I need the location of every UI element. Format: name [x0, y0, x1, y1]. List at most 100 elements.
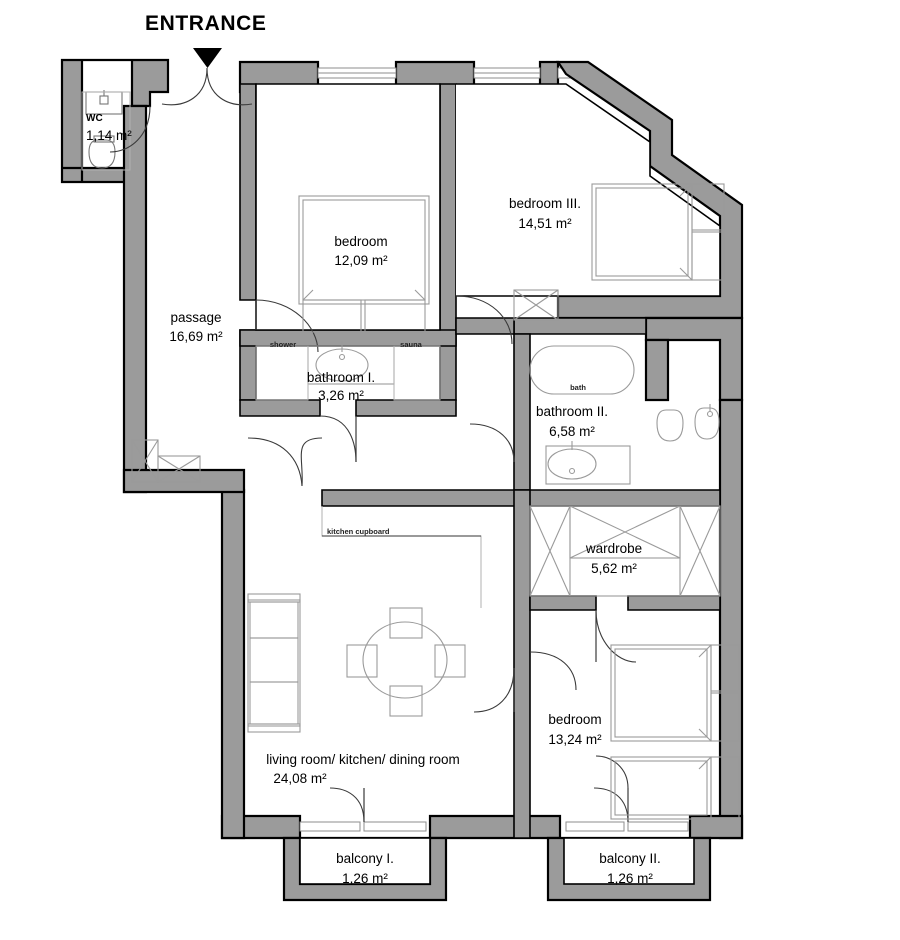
- bedroom1-furniture: [298, 195, 430, 333]
- label-bedroom2-name: bedroom: [548, 712, 601, 727]
- label-bedroom3-area: 14,51 m²: [518, 216, 572, 231]
- door-bedroom3: [455, 295, 513, 345]
- wall-living-right: [513, 489, 531, 839]
- label-shower: shower: [270, 340, 296, 349]
- bed-icon-bedroom2-upper: [610, 644, 712, 742]
- label-balcony2-name: balcony II.: [599, 851, 661, 866]
- wall-bath2-left: [513, 333, 531, 491]
- label-bedroom2-area: 13,24 m²: [548, 732, 602, 747]
- wardrobe-unit-center: [569, 505, 681, 559]
- cabinet-passage-b-icon: [157, 455, 201, 483]
- sofa-icon: [247, 599, 301, 727]
- fixture-labels: shower sauna bath kitchen cupboard: [270, 340, 586, 536]
- shower-zone: [255, 345, 309, 401]
- balcony-ii-floor: [563, 837, 695, 885]
- wall-bed1-right: [439, 83, 457, 401]
- wall-bathroom2-right: [644, 338, 670, 402]
- cabinet-bedroom3-icon: [513, 289, 559, 321]
- chair-top-icon: [389, 607, 423, 639]
- balcony-door-glazing: [299, 821, 689, 832]
- door-living-right: [300, 437, 323, 487]
- kitchen-cupboard-outline: [321, 506, 482, 608]
- doors: [109, 67, 637, 823]
- wall-bed3-bottom: [455, 317, 515, 335]
- label-bedroom1-area: 12,09 m²: [334, 253, 388, 268]
- door-wc: [109, 105, 151, 153]
- label-kitchen-cupboard: kitchen cupboard: [327, 527, 390, 536]
- label-passage-name: passage: [170, 310, 221, 325]
- wc-fixtures: [81, 90, 131, 171]
- entrance-arrow-icon: [193, 48, 222, 68]
- bed-icon-bedroom1: [302, 199, 426, 301]
- outline-bedroom3: [456, 83, 721, 297]
- label-wc-name: WC: [86, 113, 103, 124]
- outline-bedroom1: [255, 83, 441, 331]
- bedroom2-furniture: [610, 644, 740, 820]
- wall-wardrobe-bottom-a: [529, 595, 597, 611]
- passage-fixtures: [131, 439, 201, 483]
- wall-bed1-left-upper: [239, 83, 257, 301]
- door-balcony1: [329, 787, 365, 823]
- bidet-icon: [694, 407, 720, 440]
- bathroom1-fixtures: [255, 341, 441, 401]
- entrance-group: ENTRANCE: [145, 12, 266, 68]
- bathtub-icon: [529, 345, 635, 395]
- label-balcony2-area: 1,26 m²: [607, 871, 653, 886]
- dining-table-icon: [362, 621, 448, 699]
- balcony-ii: [546, 836, 712, 902]
- label-passage-area: 16,69 m²: [169, 329, 223, 344]
- wall-bottom-seg-c: [688, 814, 744, 840]
- living-furniture: [247, 506, 482, 733]
- entrance-label: ENTRANCE: [145, 12, 266, 35]
- door-bedroom2-inner: [595, 755, 629, 789]
- door-living-left: [247, 437, 303, 487]
- door-bathroom2: [469, 423, 515, 463]
- balcony-i: [282, 836, 448, 902]
- label-bathroom2-name: bathroom II.: [536, 404, 608, 419]
- pillow-left-icon: [302, 299, 362, 333]
- wall-living-left: [220, 488, 246, 840]
- wc-room-outline: [81, 91, 131, 171]
- sink-bathroom2-icon: [547, 448, 597, 480]
- floor-outlines: [255, 83, 721, 331]
- label-living-area: 24,08 m²: [273, 771, 327, 786]
- label-bathroom1-name: bathroom I.: [307, 370, 375, 385]
- wall-bath1-bottom-a: [239, 399, 321, 417]
- sauna-zone: [393, 345, 441, 401]
- door-bedroom1: [255, 299, 319, 353]
- bathroom2-fixtures: [529, 345, 720, 485]
- room-labels: WC 1,14 m² passage 16,69 m² bedroom 12,0…: [86, 113, 661, 886]
- balcony-i-floor: [299, 837, 431, 885]
- nightstand-top-icon: [691, 183, 725, 231]
- label-living-name: living room/ kitchen/ dining room: [266, 752, 460, 767]
- wall-passage-left: [122, 104, 148, 494]
- interior-walls: [239, 83, 721, 839]
- label-wc-area: 1,14 m²: [86, 128, 132, 143]
- label-sauna: sauna: [400, 340, 423, 349]
- label-bath: bath: [570, 383, 586, 392]
- bedroom3-furniture: [513, 183, 725, 321]
- label-bedroom3-name: bedroom III.: [509, 196, 581, 211]
- wall-bottom-seg-b: [428, 814, 562, 840]
- wall-bath1-bottom-b: [355, 399, 457, 417]
- chair-left-icon: [346, 644, 378, 678]
- door-bedroom2: [529, 651, 577, 691]
- vanity-bathroom2-icon: [545, 445, 631, 485]
- wall-wardrobe-bottom-b: [627, 595, 721, 611]
- chair-right-icon: [434, 644, 466, 678]
- wc-toilet-icon: [88, 139, 116, 169]
- door-bathroom1: [319, 415, 357, 463]
- label-wardrobe-name: wardrobe: [585, 541, 642, 556]
- label-bathroom2-area: 6,58 m²: [549, 424, 595, 439]
- door-living-to-hall: [473, 667, 515, 713]
- label-wardrobe-area: 5,62 m²: [591, 561, 637, 576]
- label-bedroom1-name: bedroom: [334, 234, 387, 249]
- door-wardrobe: [595, 609, 637, 663]
- nightstand-bottom-icon: [691, 231, 725, 281]
- label-bathroom1-area: 3,26 m²: [318, 388, 364, 403]
- wall-passage-bottom: [122, 468, 246, 494]
- toilet-bathroom2-icon: [656, 409, 684, 442]
- wall-wc-block: [60, 58, 170, 184]
